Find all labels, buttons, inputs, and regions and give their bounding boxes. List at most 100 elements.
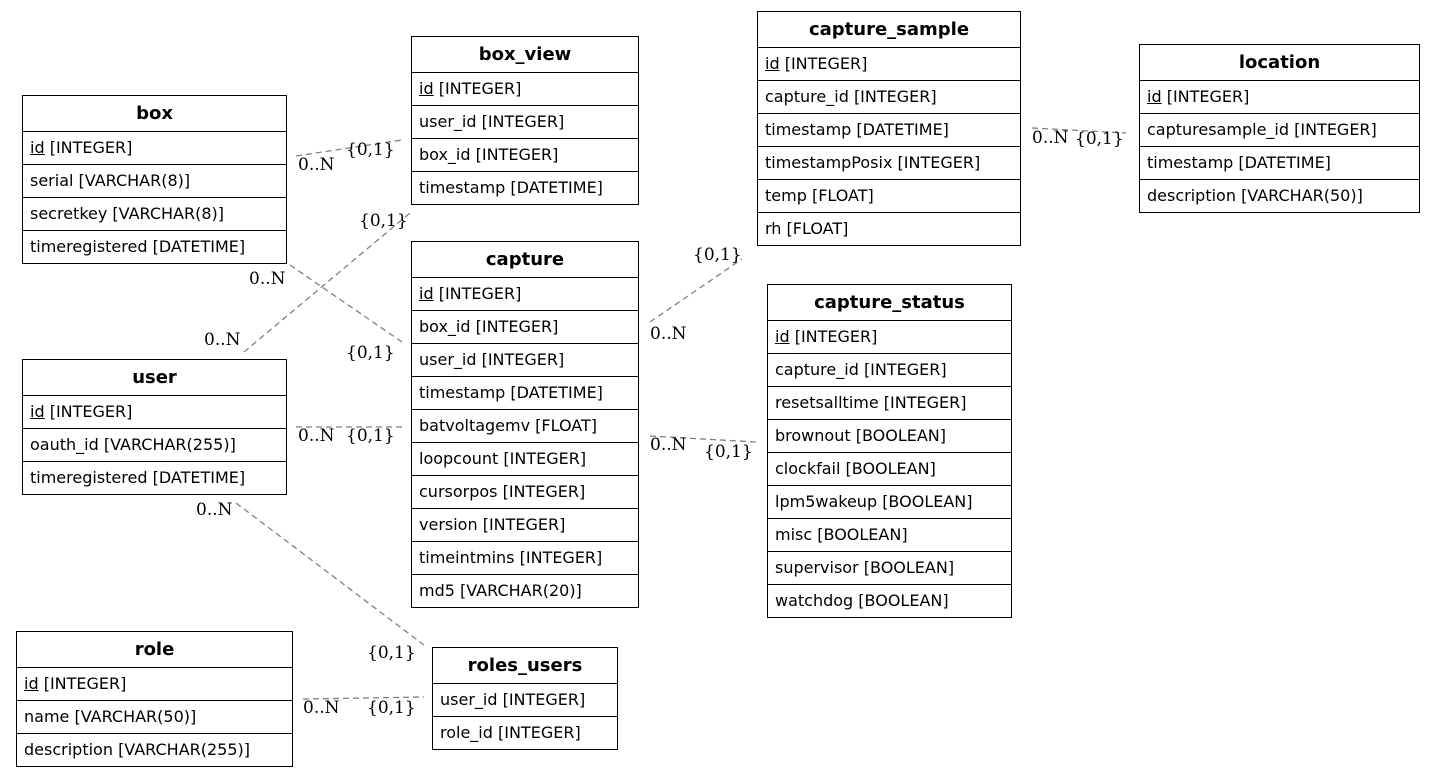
field-row: description [VARCHAR(50)] [1140,180,1419,213]
field-name: user_id [419,350,477,369]
field-row: version [INTEGER] [412,509,638,542]
entity-title: capture [412,242,638,278]
field-type: [INTEGER] [897,153,981,172]
field-name: clockfail [775,459,841,478]
field-row: oauth_id [VARCHAR(255)] [23,429,286,462]
field-name: temp [765,186,807,205]
field-name: capturesample_id [1147,120,1290,139]
relationship-line-sample-location [1031,127,1127,134]
cardinality-from-box-boxview: 0..N [298,155,335,175]
field-type: [BOOLEAN] [882,492,973,511]
cardinality-to-user-rolesusers: {0,1} [367,643,416,663]
field-type: [INTEGER] [503,449,587,468]
entity-title: capture_sample [758,12,1020,48]
field-name: batvoltagemv [419,416,531,435]
field-type: [INTEGER] [1294,120,1377,139]
primary-key-name: id [24,674,39,693]
field-row: serial [VARCHAR(8)] [23,165,286,198]
field-name: timeregistered [30,468,148,487]
entity-title: capture_status [768,285,1011,321]
field-name: box_id [419,317,471,336]
field-name: timeregistered [30,237,148,256]
relationship-line-box-boxview [295,139,403,157]
field-type: [INTEGER] [794,327,878,346]
entity-title: box [23,96,286,132]
cardinality-to-capture-sample: {0,1} [693,245,742,265]
field-type: [INTEGER] [853,87,937,106]
field-row: capture_id [INTEGER] [758,81,1020,114]
entity-title: roles_users [433,648,617,684]
field-type: [INTEGER] [863,360,947,379]
field-type: [BOOLEAN] [855,426,947,445]
field-type: [DATETIME] [1238,153,1331,172]
field-row: md5 [VARCHAR(20)] [412,575,638,608]
cardinality-to-user-boxview: {0,1} [359,211,408,231]
field-row: resetsalltime [INTEGER] [768,387,1011,420]
field-name: capture_id [765,87,849,106]
cardinality-to-role-rolesusers: {0,1} [367,698,416,718]
cardinality-from-box-capture: 0..N [249,269,286,289]
cardinality-to-sample-location: {0,1} [1075,129,1124,149]
field-name: cursorpos [419,482,498,501]
field-type: [INTEGER] [498,723,581,742]
field-row: id [INTEGER] [758,48,1020,81]
field-name: name [24,707,70,726]
field-type: [INTEGER] [502,482,586,501]
field-row: timestampPosix [INTEGER] [758,147,1020,180]
primary-key-name: id [30,138,45,157]
field-type: [FLOAT] [786,219,849,238]
field-name: box_id [419,145,471,164]
entity-title: box_view [412,37,638,73]
field-row: timeintmins [INTEGER] [412,542,638,575]
field-row: id [INTEGER] [1140,81,1419,114]
field-type: [FLOAT] [811,186,874,205]
entity-box: box id [INTEGER] serial [VARCHAR(8)]secret… [22,95,287,264]
primary-key-name: id [419,284,434,303]
cardinality-from-user-boxview: 0..N [204,330,241,350]
field-name: capture_id [775,360,859,379]
field-row: secretkey [VARCHAR(8)] [23,198,286,231]
field-type: [INTEGER] [43,674,127,693]
field-row: id [INTEGER] [768,321,1011,354]
field-type: [DATETIME] [152,468,246,487]
field-type: [INTEGER] [784,54,868,73]
primary-key-name: id [1147,87,1162,106]
field-type: [VARCHAR(50)] [1241,186,1363,205]
field-row: rh [FLOAT] [758,213,1020,246]
field-row: name [VARCHAR(50)] [17,701,292,734]
field-name: md5 [419,581,455,600]
field-type: [INTEGER] [883,393,967,412]
field-type: [INTEGER] [519,548,603,567]
relationship-line-user-boxview [243,212,411,353]
field-name: serial [30,171,74,190]
field-type: [BOOLEAN] [863,558,955,577]
field-type: [INTEGER] [475,145,559,164]
field-name: timestampPosix [765,153,893,172]
field-name: resetsalltime [775,393,879,412]
field-type: [VARCHAR(255)] [118,740,251,759]
field-type: [DATETIME] [152,237,246,256]
field-name: rh [765,219,782,238]
field-type: [DATETIME] [510,383,603,402]
field-row: id [INTEGER] [412,278,638,311]
field-name: user_id [440,690,498,709]
field-name: description [24,740,113,759]
relationship-line-capture-sample [649,258,743,323]
relationship-line-user-rolesusers [235,502,425,646]
field-type: [FLOAT] [535,416,597,435]
field-name: timestamp [1147,153,1234,172]
entity-title: location [1140,45,1419,81]
field-name: lpm5wakeup [775,492,878,511]
field-type: [BOOLEAN] [817,525,908,544]
field-row: box_id [INTEGER] [412,311,638,344]
cardinality-to-user-capture: {0,1} [346,426,395,446]
field-row: timeregistered [DATETIME] [23,231,286,264]
field-type: [VARCHAR(20)] [460,581,582,600]
field-type: [INTEGER] [49,138,133,157]
cardinality-from-capture-sample: 0..N [650,324,687,344]
field-row: timestamp [DATETIME] [758,114,1020,147]
cardinality-from-user-rolesusers: 0..N [196,500,233,520]
field-type: [VARCHAR(8)] [112,204,225,223]
